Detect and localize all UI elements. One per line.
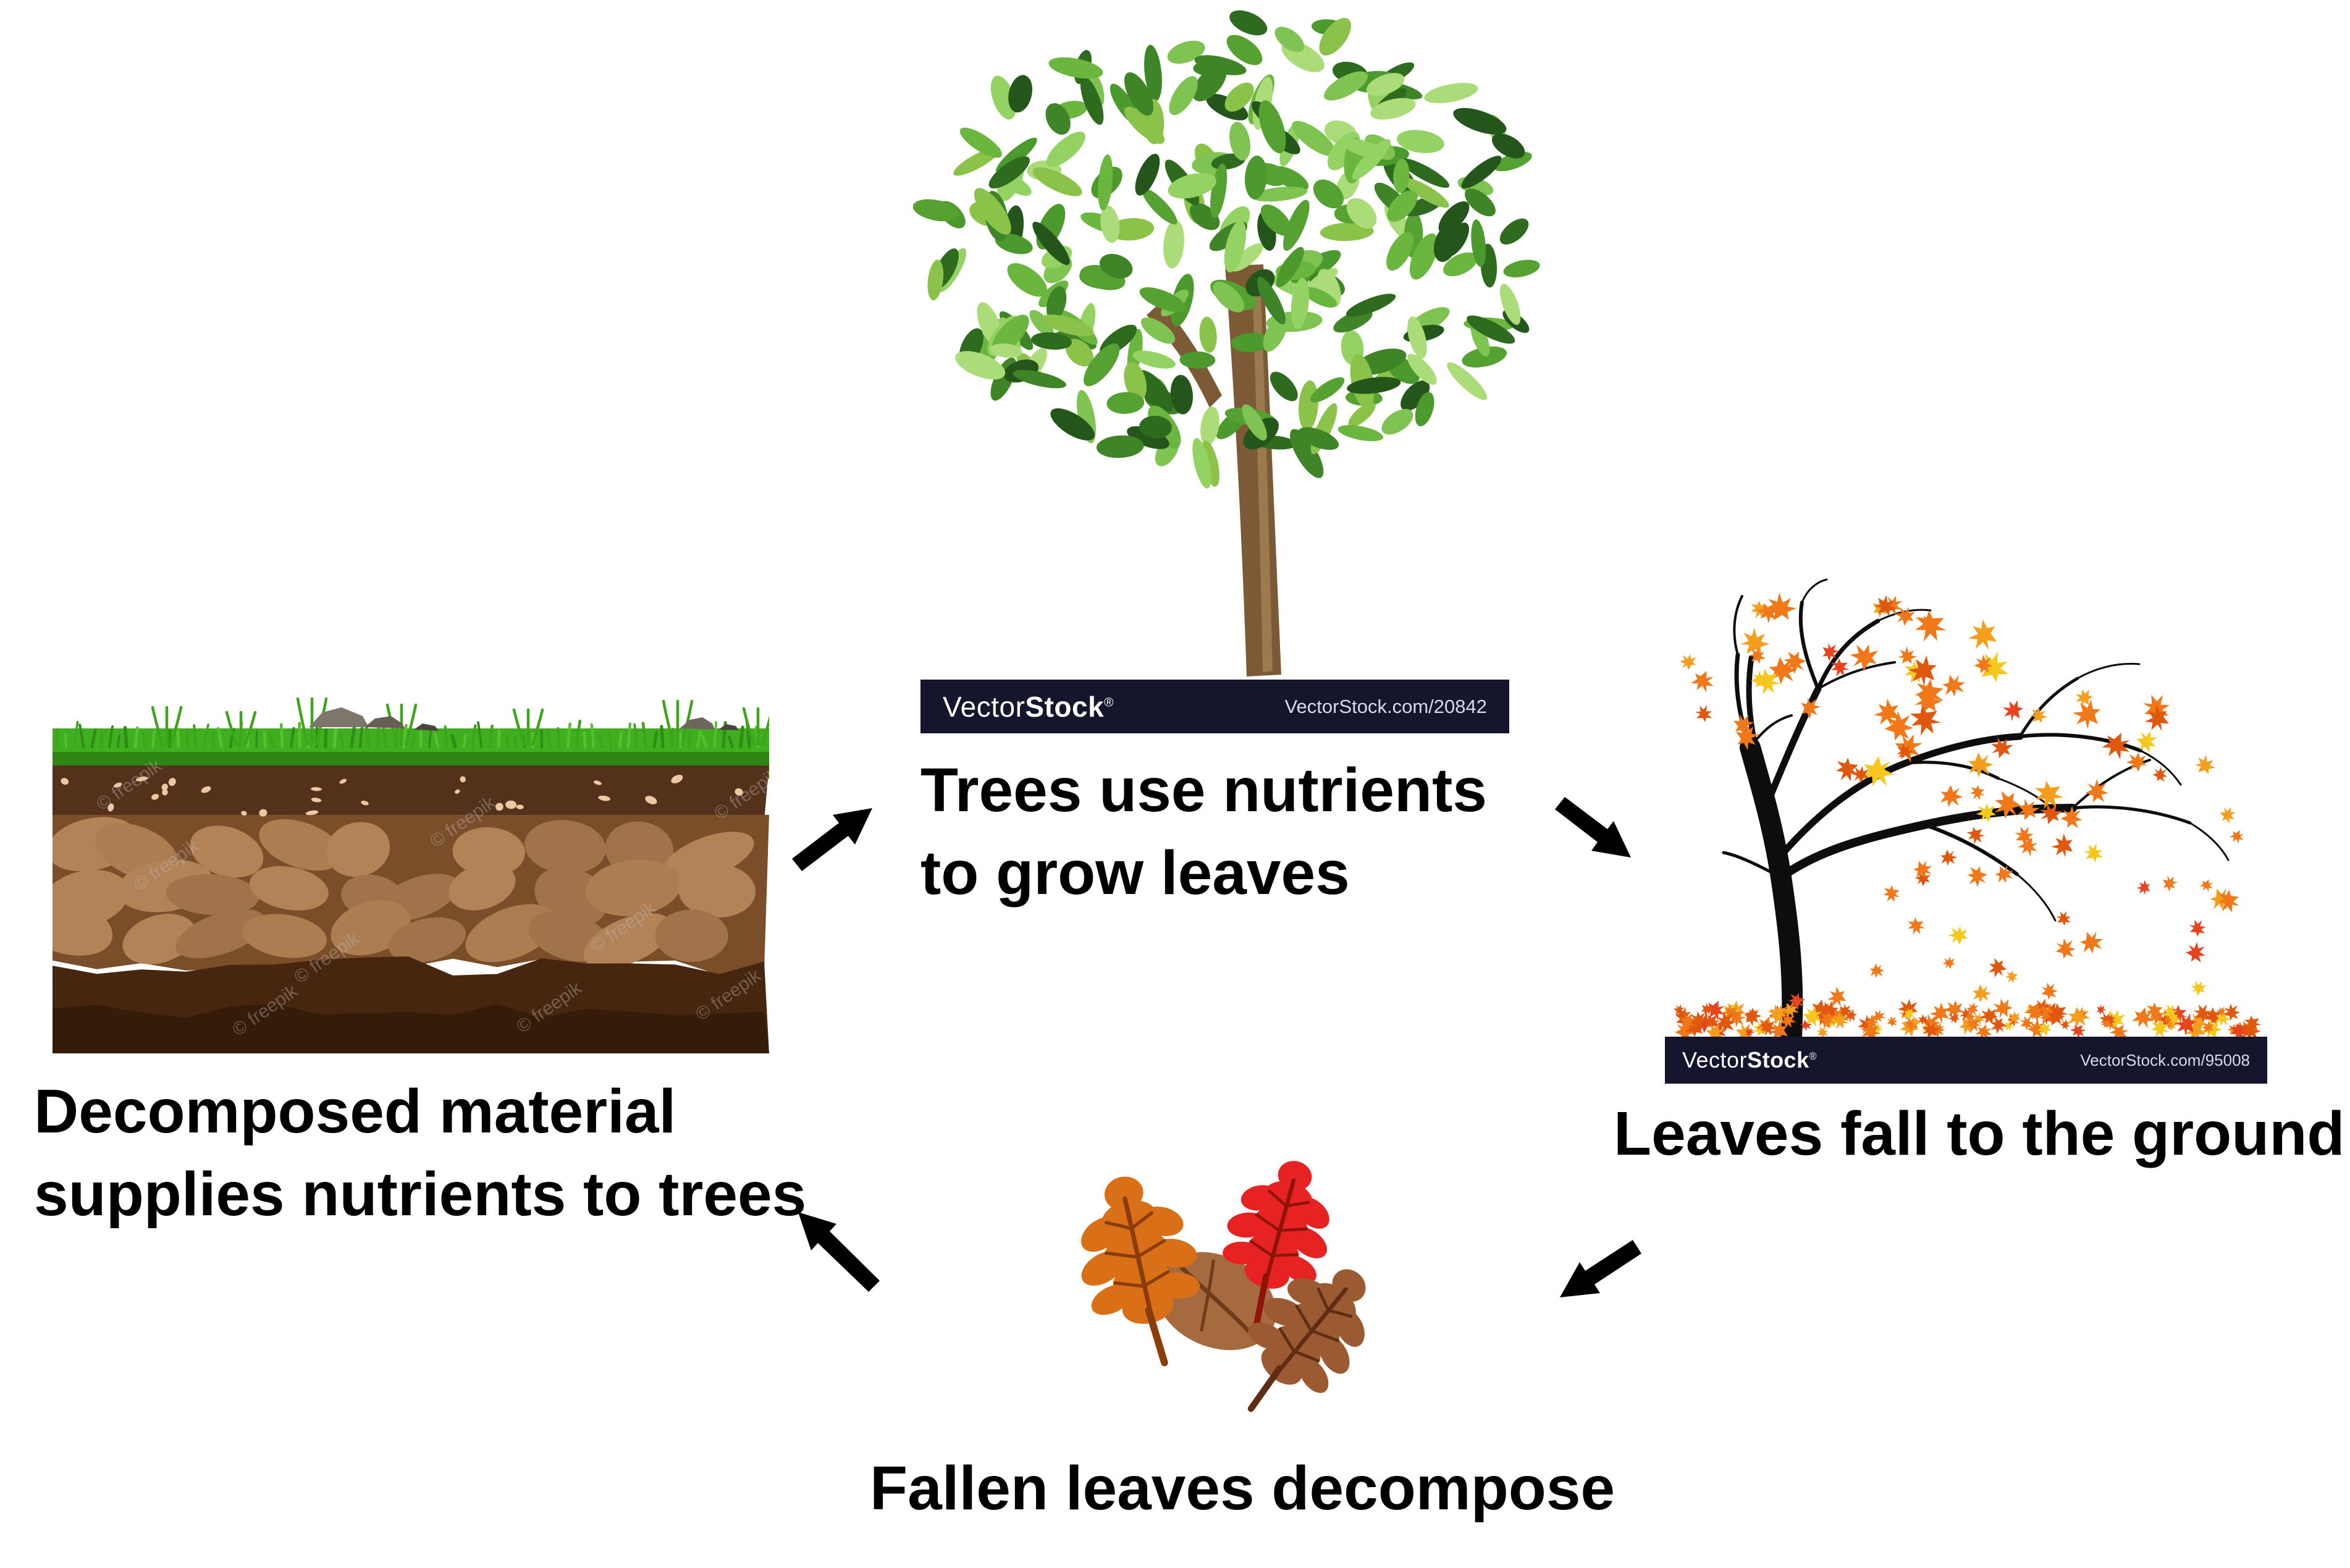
caption-fallen-leaves-decompose: Fallen leaves decompose [870,1447,1615,1530]
vectorstock-url: VectorStock.com/20842 [1284,695,1487,717]
soil-cross-section-illustration: © freepik© freepik© freepik© freepik© fr… [53,697,769,1053]
caption-line: Fallen leaves decompose [870,1454,1615,1523]
registered-mark: ® [1104,695,1114,710]
green-tree-illustration [913,10,1540,677]
caption-line: to grow leaves [920,838,1350,908]
caption-decomposed-material: Decomposed material supplies nutrients t… [34,1070,806,1236]
caption-leaves-fall: Leaves fall to the ground [1614,1092,2345,1175]
vectorstock-url: VectorStock.com/95008 [2080,1050,2250,1069]
arrow-soil-to-tree [792,808,872,871]
vectorstock-brand-bold: Stock [1747,1047,1809,1073]
caption-line: Trees use nutrients [920,756,1487,825]
registered-mark: ® [1809,1051,1817,1062]
arrow-tree-to-autumn [1555,797,1631,858]
canopy-leaves [913,10,1540,489]
vectorstock-logo: VectorStock® [943,690,1114,723]
caption-line: Leaves fall to the ground [1614,1099,2345,1168]
caption-line: Decomposed material [34,1077,676,1146]
vectorstock-bar-right: VectorStock® VectorStock.com/95008 [1665,1037,2267,1084]
arrow-autumn-to-leaves [1560,1240,1641,1297]
vectorstock-brand-light: Vector [1682,1047,1748,1073]
caption-line: supplies nutrients to trees [34,1160,807,1229]
caption-trees-use-nutrients: Trees use nutrients to grow leaves [920,749,1487,914]
vectorstock-brand-light: Vector [943,690,1025,723]
soil-artwork: © freepik© freepik© freepik© freepik© fr… [53,697,769,1053]
vectorstock-logo: VectorStock® [1682,1047,1817,1073]
autumn-tree-illustration [1672,578,2265,1037]
vectorstock-brand-bold: Stock [1025,690,1105,723]
arrow-leaves-to-soil [798,1212,880,1292]
fallen-leaves-illustration [1081,1161,1366,1412]
vectorstock-bar-top: VectorStock® VectorStock.com/20842 [920,680,1509,733]
